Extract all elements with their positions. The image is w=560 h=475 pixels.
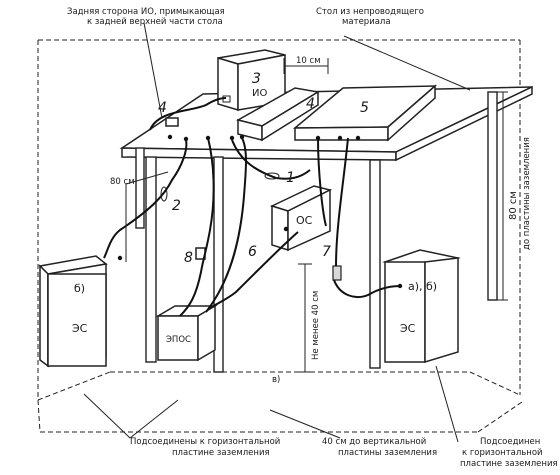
bottom-left-label-line1: Подсоединены к горизонтальной bbox=[130, 437, 280, 447]
small-device-left bbox=[165, 117, 179, 127]
dimensions bbox=[125, 58, 508, 373]
table-material-label-line1: Стол из непроводящего bbox=[316, 7, 424, 17]
callout-4a: 4 bbox=[158, 100, 167, 116]
box5-label: 5 bbox=[360, 100, 369, 116]
os-label: ОС bbox=[296, 214, 313, 227]
back-side-label-line1: Задняя сторона ИО, примыкающая bbox=[67, 7, 225, 17]
callout-8: 8 bbox=[184, 250, 193, 266]
callout-6: 6 bbox=[248, 244, 257, 260]
table-leg-back-right bbox=[487, 91, 498, 301]
ferrite-1 bbox=[264, 172, 280, 180]
table-leg-back-left bbox=[135, 147, 145, 229]
table-side-edge bbox=[395, 85, 533, 162]
callout-2: 2 bbox=[172, 198, 181, 214]
table-leg-front-right bbox=[369, 159, 381, 369]
callout-4b: 4 bbox=[306, 96, 315, 112]
dist-80cm-side-label: 80 см bbox=[110, 177, 135, 187]
callout-7: 7 bbox=[322, 244, 331, 260]
epos-unit bbox=[155, 304, 218, 362]
es-left-tag: б) bbox=[74, 282, 85, 295]
to-ground-plate-label: до пластины заземления bbox=[522, 137, 532, 250]
bottom-right-label-line1: Подсоединен bbox=[480, 437, 540, 447]
es-right-tag: а), б) bbox=[408, 280, 437, 293]
connector-dots bbox=[117, 134, 403, 289]
back-side-label-line2: к задней верхней части стола bbox=[87, 17, 223, 27]
element-7 bbox=[332, 265, 342, 281]
box-5 bbox=[292, 84, 438, 142]
ferrite-2 bbox=[160, 186, 168, 202]
bottom-right-label-line3: пластине заземления bbox=[460, 459, 558, 469]
os-box bbox=[269, 185, 333, 252]
io-unit bbox=[217, 49, 286, 112]
table-leg-front-mid bbox=[213, 156, 224, 373]
es-left-label: ЭС bbox=[72, 322, 88, 335]
io-number-label: 3 bbox=[252, 71, 261, 87]
es-right-unit bbox=[382, 249, 461, 364]
bottom-left-label-line2: пластине заземления bbox=[172, 448, 270, 458]
bottom-center-label-line1: 40 см до вертикальной bbox=[322, 437, 426, 447]
bottom-right-label-line2: к горизонтальной bbox=[462, 448, 543, 458]
bottom-center-label-line2: пластины заземления bbox=[338, 448, 437, 458]
table bbox=[119, 85, 533, 373]
epos-label: ЭПОС bbox=[166, 335, 191, 345]
table-leg-front-left bbox=[145, 156, 157, 363]
leader-lines bbox=[83, 22, 471, 443]
es-right-label: ЭС bbox=[400, 322, 416, 335]
table-material-label-line2: материала bbox=[342, 17, 391, 27]
io-label: ИО bbox=[252, 88, 267, 99]
unit-4-box bbox=[235, 87, 321, 142]
es-left-unit bbox=[38, 255, 108, 368]
dist-10cm-label: 10 см bbox=[296, 56, 321, 66]
dist-80cm-vertical-label: 80 см bbox=[508, 191, 519, 220]
callout-1: 1 bbox=[286, 170, 295, 186]
min-40cm-label: Не менее 40 см bbox=[311, 291, 321, 360]
floor-mark-label: в) bbox=[272, 375, 280, 385]
